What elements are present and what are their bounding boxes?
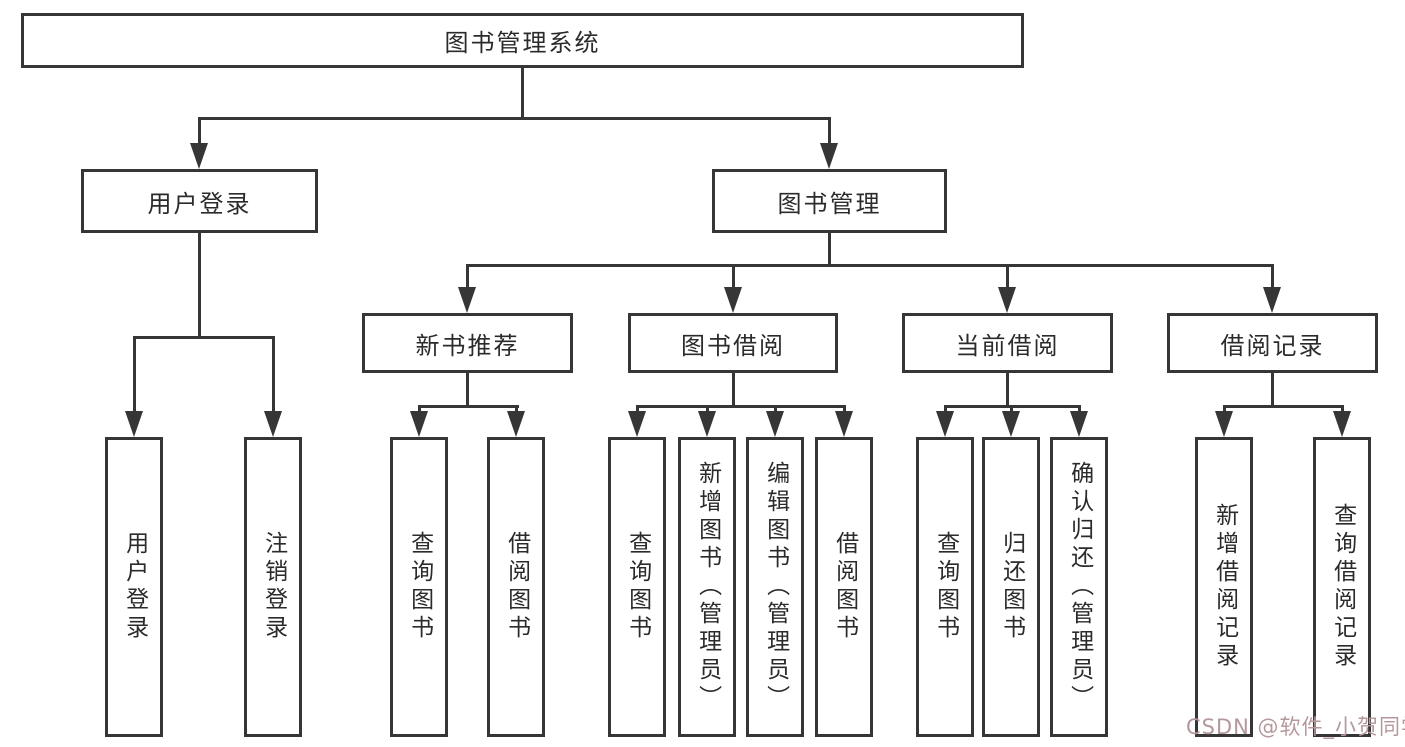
leaf-logout: 注销登录 bbox=[244, 437, 302, 737]
connector-line bbox=[1271, 264, 1274, 290]
connector-line bbox=[944, 405, 947, 414]
leaf-label: 用户登录 bbox=[121, 531, 148, 643]
arrow-down-icon bbox=[998, 287, 1016, 313]
arrow-down-icon bbox=[125, 411, 143, 437]
node-label: 当前借阅 bbox=[955, 331, 1060, 360]
connector-line bbox=[466, 264, 469, 290]
connector-line bbox=[1010, 405, 1013, 414]
leaf-query-books-current: 查询图书 bbox=[916, 437, 974, 737]
connector-line bbox=[1271, 373, 1274, 408]
arrow-down-icon bbox=[820, 143, 838, 169]
connector-line bbox=[466, 264, 1274, 267]
node-label: 借阅记录 bbox=[1220, 331, 1325, 360]
leaf-label: 查询图书 bbox=[932, 531, 959, 643]
node-book-borrowing: 图书借阅 bbox=[628, 313, 838, 373]
arrow-down-icon bbox=[724, 287, 742, 313]
leaf-user-login: 用户登录 bbox=[105, 437, 163, 737]
leaf-label: 借阅图书 bbox=[831, 531, 858, 643]
arrow-down-icon bbox=[1215, 411, 1233, 437]
connector-line bbox=[774, 405, 777, 414]
node-user-login: 用户登录 bbox=[81, 169, 318, 233]
node-book-management: 图书管理 bbox=[712, 169, 947, 233]
connector-line bbox=[272, 336, 275, 414]
connector-line bbox=[198, 117, 201, 146]
node-label: 图书管理 bbox=[777, 189, 882, 218]
arrow-down-icon bbox=[1070, 411, 1088, 437]
arrow-down-icon bbox=[698, 411, 716, 437]
connector-line bbox=[515, 405, 518, 414]
leaf-label: 确认归还（管理员） bbox=[1066, 461, 1093, 713]
leaf-label: 注销登录 bbox=[260, 531, 287, 643]
node-borrow-records: 借阅记录 bbox=[1167, 313, 1378, 373]
connector-line bbox=[198, 233, 201, 339]
node-new-book-recommend: 新书推荐 bbox=[362, 313, 573, 373]
connector-line bbox=[732, 264, 735, 290]
leaf-return-books: 归还图书 bbox=[982, 437, 1040, 737]
arrow-down-icon bbox=[410, 411, 428, 437]
connector-line bbox=[1223, 405, 1344, 408]
arrow-down-icon bbox=[1002, 411, 1020, 437]
connector-line bbox=[828, 117, 831, 146]
leaf-confirm-return-admin: 确认归还（管理员） bbox=[1050, 437, 1108, 737]
leaf-add-books-admin: 新增图书（管理员） bbox=[678, 437, 736, 737]
connector-line bbox=[636, 405, 639, 414]
node-label: 用户登录 bbox=[147, 189, 252, 218]
leaf-borrow-books: 借阅图书 bbox=[815, 437, 873, 737]
leaf-label: 新增图书（管理员） bbox=[694, 461, 721, 713]
node-root: 图书管理系统 bbox=[21, 13, 1024, 68]
leaf-label: 借阅图书 bbox=[503, 531, 530, 643]
arrow-down-icon bbox=[835, 411, 853, 437]
connector-line bbox=[1078, 405, 1081, 414]
leaf-label: 查询图书 bbox=[406, 531, 433, 643]
connector-line bbox=[1006, 264, 1009, 290]
arrow-down-icon bbox=[1263, 287, 1281, 313]
connector-line bbox=[133, 336, 136, 414]
leaf-label: 编辑图书（管理员） bbox=[762, 461, 789, 713]
connector-line bbox=[133, 336, 275, 339]
connector-line bbox=[1341, 405, 1344, 414]
connector-line bbox=[521, 68, 524, 120]
connector-line bbox=[706, 405, 709, 414]
arrow-down-icon bbox=[766, 411, 784, 437]
connector-line bbox=[636, 405, 846, 408]
connector-line bbox=[418, 405, 421, 414]
connector-line bbox=[843, 405, 846, 414]
connector-line bbox=[828, 233, 831, 267]
arrow-down-icon bbox=[190, 143, 208, 169]
connector-line bbox=[198, 117, 831, 120]
connector-line bbox=[466, 373, 469, 408]
arrow-down-icon bbox=[458, 287, 476, 313]
connector-line bbox=[732, 373, 735, 408]
node-label: 图书借阅 bbox=[681, 331, 785, 360]
connector-line bbox=[1223, 405, 1226, 414]
leaf-label: 归还图书 bbox=[998, 531, 1025, 643]
leaf-query-borrow-record: 查询借阅记录 bbox=[1313, 437, 1371, 737]
arrow-down-icon bbox=[1333, 411, 1351, 437]
arrow-down-icon bbox=[936, 411, 954, 437]
leaf-label: 查询图书 bbox=[624, 531, 651, 643]
leaf-add-borrow-record: 新增借阅记录 bbox=[1195, 437, 1253, 737]
connector-line bbox=[418, 405, 519, 408]
arrow-down-icon bbox=[628, 411, 646, 437]
leaf-label: 新增借阅记录 bbox=[1211, 503, 1238, 671]
leaf-query-books-borrowing: 查询图书 bbox=[608, 437, 666, 737]
csdn-watermark: CSDN @软件_小贺同学 bbox=[1186, 715, 1405, 739]
node-current-borrowing: 当前借阅 bbox=[902, 313, 1113, 373]
node-root-label: 图书管理系统 bbox=[444, 29, 601, 57]
leaf-edit-books-admin: 编辑图书（管理员） bbox=[746, 437, 804, 737]
leaf-borrow-books-recommend: 借阅图书 bbox=[487, 437, 545, 737]
arrow-down-icon bbox=[264, 411, 282, 437]
connector-line bbox=[1006, 373, 1009, 408]
node-label: 新书推荐 bbox=[415, 331, 520, 360]
leaf-label: 查询借阅记录 bbox=[1329, 503, 1356, 671]
leaf-query-books-recommend: 查询图书 bbox=[390, 437, 448, 737]
arrow-down-icon bbox=[507, 411, 525, 437]
